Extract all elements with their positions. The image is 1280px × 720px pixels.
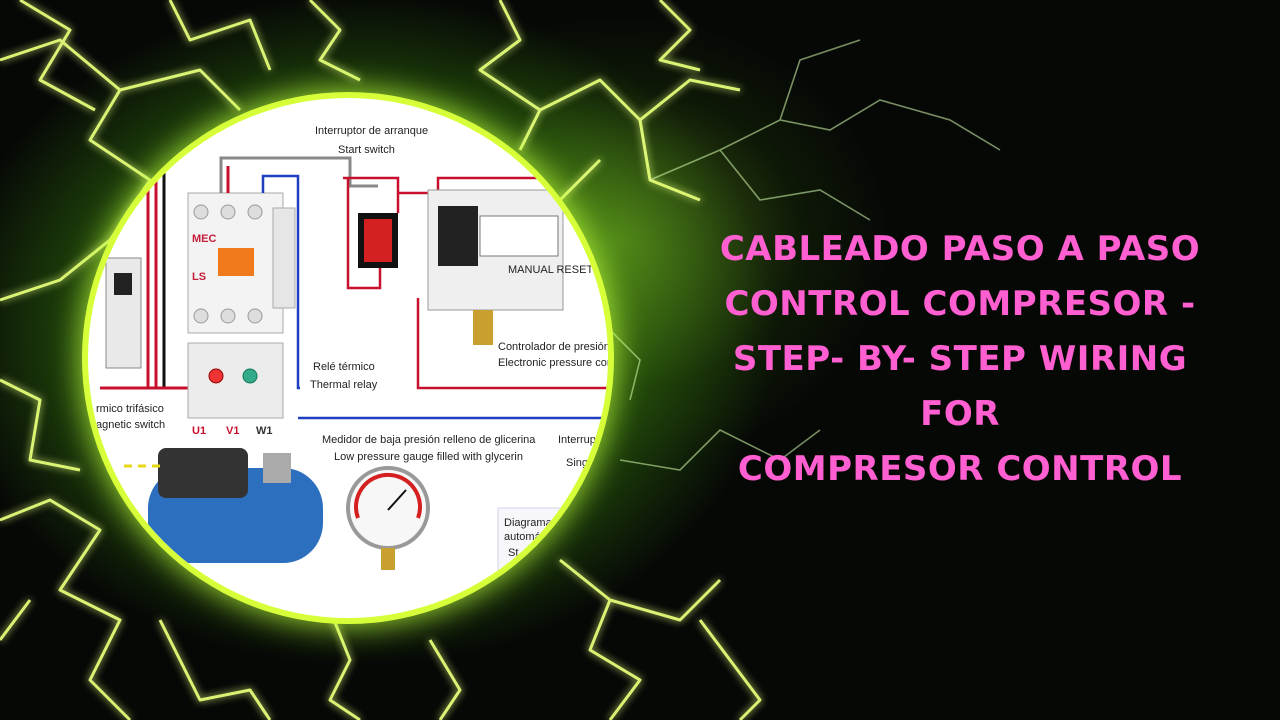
box-line3: St bbox=[508, 547, 518, 559]
thermal-relay-label-es: Relé térmico bbox=[313, 361, 375, 373]
thermal-relay-label-en: Thermal relay bbox=[310, 379, 378, 391]
pressure-controller-label-en: Electronic pressure con bbox=[498, 357, 608, 369]
brand-mec: MEC bbox=[192, 233, 217, 245]
compressor-motor bbox=[158, 448, 248, 498]
wiring-diagram-circle: MEC LS U1 V1 W1 MANUAL RESET bbox=[88, 98, 608, 618]
brand-ls: LS bbox=[192, 271, 206, 283]
wiring-diagram: MEC LS U1 V1 W1 MANUAL RESET bbox=[96, 125, 608, 579]
aux-contact bbox=[272, 207, 296, 309]
diagram-info-box bbox=[497, 507, 608, 579]
contactor-actuator bbox=[218, 248, 254, 276]
start-switch-label-es: Interruptor de arranque bbox=[315, 125, 428, 137]
terminal-u1: U1 bbox=[192, 425, 206, 437]
magnetic-switch-label-en: agnetic switch bbox=[96, 419, 165, 431]
terminal-v1: V1 bbox=[226, 425, 239, 437]
box-line1: Diagrama bbox=[504, 517, 553, 529]
title-line-4: COMPRESOR CONTROL bbox=[737, 449, 1183, 489]
single-switch-label-en: Sing bbox=[566, 457, 588, 469]
breaker-toggle bbox=[114, 273, 132, 295]
compressor-switch bbox=[263, 453, 291, 483]
box-line2: automá bbox=[504, 531, 542, 543]
manual-reset-label: MANUAL RESET bbox=[508, 264, 593, 276]
magnetic-switch-label-es: rmico trifásico bbox=[96, 403, 164, 415]
terminal-w1: W1 bbox=[256, 425, 273, 437]
gauge-label-es: Medidor de baja presión relleno de glice… bbox=[322, 434, 536, 446]
title-line-1: CABLEADO PASO A PASO bbox=[719, 229, 1201, 269]
title-line-2: CONTROL COMPRESOR - bbox=[724, 284, 1196, 324]
title-line-3: STEP- BY- STEP WIRING FOR bbox=[732, 339, 1188, 434]
single-switch-label-es: Interrup bbox=[558, 434, 596, 446]
gauge-label-en: Low pressure gauge filled with glycerin bbox=[334, 451, 523, 463]
pressure-controller-label-es: Controlador de presión e bbox=[498, 341, 608, 353]
start-switch-label-en: Start switch bbox=[338, 144, 395, 156]
pressure-fitting bbox=[473, 310, 493, 345]
thermal-relay bbox=[187, 342, 284, 419]
pressure-gauge bbox=[346, 466, 430, 550]
video-title: CABLEADO PASO A PASO CONTROL COMPRESOR -… bbox=[690, 222, 1230, 497]
